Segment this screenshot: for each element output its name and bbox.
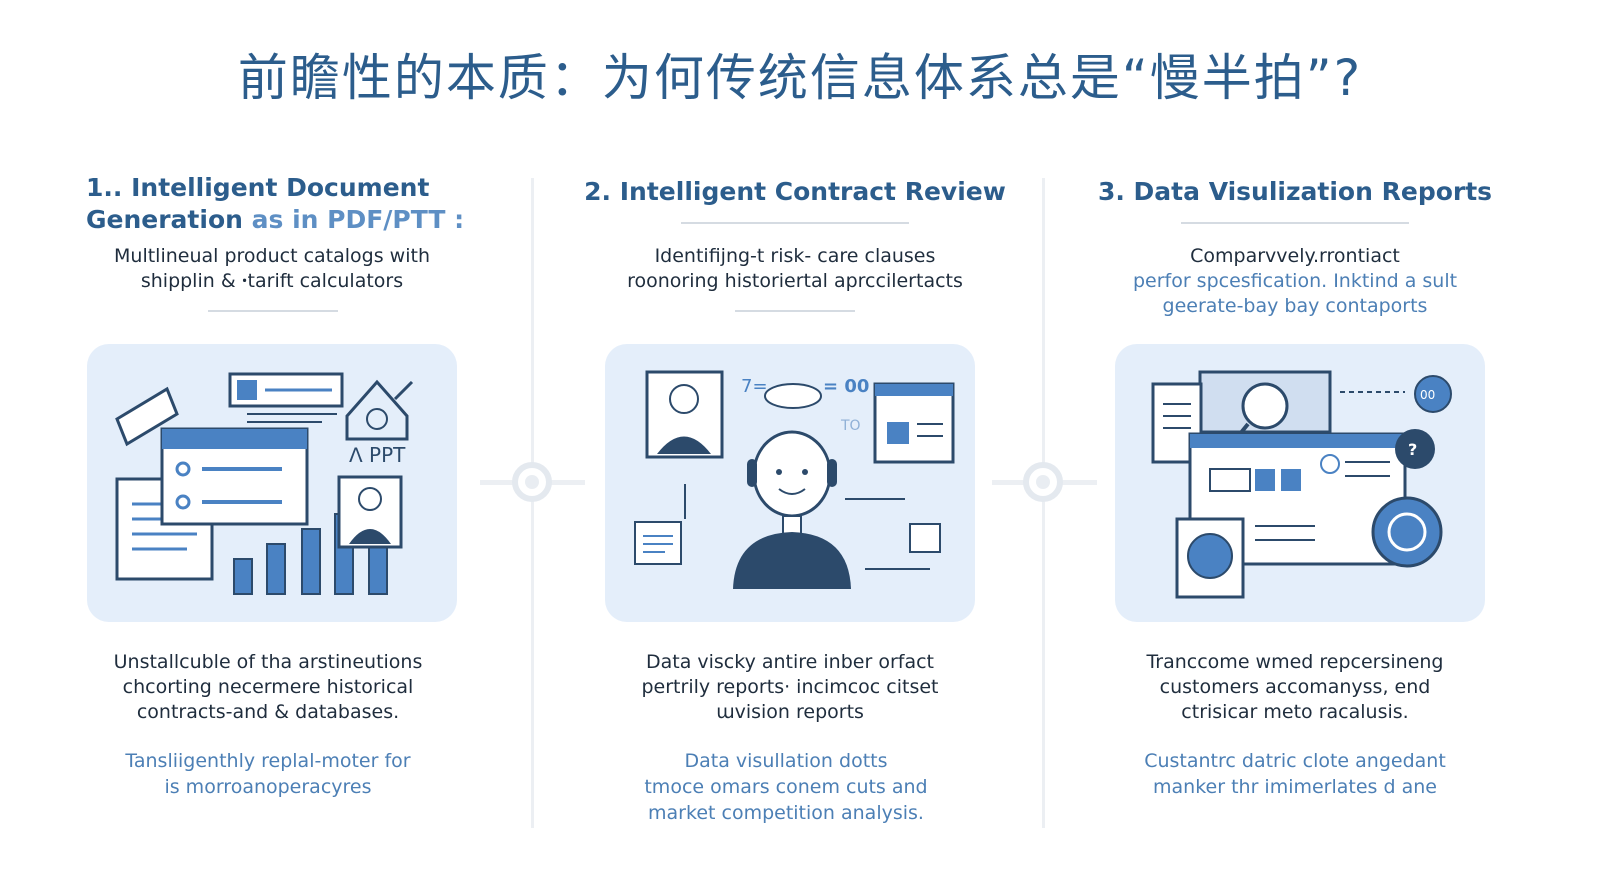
- body-line: pertrily reports· incimcoc citset: [641, 676, 939, 698]
- column-highlight-text: Custantrc datric clote angedant manker t…: [1085, 748, 1505, 800]
- heading-rule: [681, 222, 909, 224]
- contract-illustration: 7= = 00 TO: [634, 370, 955, 589]
- subtitle-line: Multlineual product catalogs with: [114, 245, 430, 267]
- connector-node-right: [1023, 462, 1063, 502]
- column-subtitle: Comparvvely.rrontiact perfor spcesficati…: [1060, 244, 1530, 319]
- highlight-line: Tansliigenthly replal-moter for: [125, 750, 411, 772]
- column-subtitle: Identifijng-t risk- care clauses roonori…: [560, 244, 1030, 294]
- highlight-line: is morroanoperacyres: [164, 776, 372, 798]
- label-seven: 7=: [741, 376, 768, 397]
- column-heading: 1.. Intelligent Document Generation as i…: [86, 172, 476, 236]
- column-data-visualization: 3. Data Visulization Reports Comparvvely…: [1060, 172, 1530, 319]
- highlight-line: Data visullation dotts: [684, 750, 888, 772]
- heading-rule: [1181, 222, 1409, 224]
- illustration-card-contract: 7= = 00 TO: [605, 344, 975, 622]
- body-line: Tranccome wmed repcersineng: [1146, 651, 1444, 673]
- heading-rule: [735, 310, 855, 312]
- heading-accent-text: as in PDF/PTT :: [242, 205, 465, 234]
- ppt-label: ꓥ PPT: [349, 443, 406, 467]
- highlight-line: manker thr imimerlates d ane: [1153, 776, 1437, 798]
- gear-label: 00: [1420, 388, 1435, 402]
- highlight-line: market competition analysis.: [648, 802, 924, 824]
- page-title: 前瞻性的本质：为何传统信息体系总是“慢半拍”?: [237, 49, 1363, 107]
- body-line: customers accomanyss, end: [1159, 676, 1431, 698]
- subtitle-line: roonoring historiertal aprccilertacts: [627, 270, 963, 292]
- connector-node-left: [512, 462, 552, 502]
- heading-line: 1.. Intelligent Document: [86, 173, 430, 202]
- column-subtitle: Multlineual product catalogs with shippl…: [86, 244, 458, 294]
- heading-line: Generation as in PDF/PTT :: [86, 204, 476, 236]
- column-divider-right: [1042, 178, 1045, 828]
- label-to: TO: [840, 418, 861, 434]
- subtitle-line: shipplin & ꞏtarift calculators: [140, 270, 404, 292]
- subtitle-line: Identifijng-t risk- care clauses: [654, 245, 936, 267]
- highlight-line: Custantrc datric clote angedant: [1144, 750, 1446, 772]
- documents-illustration: ꓥ PPT: [115, 372, 414, 595]
- body-line: ctrisicar meto racalusis.: [1181, 701, 1409, 723]
- column-contract-review: 2. Intelligent Contract Review Identifij…: [560, 172, 1030, 312]
- body-line: ɯvision reports: [716, 701, 864, 723]
- body-line: contracts-and & databases.: [136, 701, 400, 723]
- column-document-generation: 1.. Intelligent Document Generation as i…: [86, 172, 476, 312]
- illustration-card-documents: ꓥ PPT: [87, 344, 457, 622]
- highlight-line: tmoce omars conem cuts and: [644, 776, 928, 798]
- subtitle-line: geerate-bay bay contaports: [1162, 295, 1428, 317]
- column-body-text: Unstallcuble of tha arstineutions chcort…: [58, 650, 478, 725]
- label-zero: = 00: [823, 376, 869, 397]
- heading-text: Generation: [86, 205, 243, 234]
- body-line: Data viscky antire inber orfact: [645, 651, 934, 673]
- column-divider-left: [531, 178, 534, 828]
- body-line: chcorting necermere historical: [122, 676, 414, 698]
- heading-rule: [208, 310, 338, 312]
- column-highlight-text: Tansliigenthly replal-moter for is morro…: [58, 748, 478, 800]
- column-highlight-text: Data visullation dotts tmoce omars conem…: [576, 748, 996, 826]
- svg-text:?: ?: [1408, 440, 1417, 459]
- illustration-card-visualization: ? 00: [1115, 344, 1485, 622]
- subtitle-line: perfor spcesfication. Inktind a sult: [1132, 270, 1458, 292]
- column-heading: 3. Data Visulization Reports: [1097, 177, 1493, 206]
- column-body-text: Tranccome wmed repcersineng customers ac…: [1085, 650, 1505, 725]
- column-body-text: Data viscky antire inber orfact pertrily…: [580, 650, 1000, 725]
- visualization-illustration: ? 00: [1151, 370, 1452, 599]
- column-heading: 2. Intelligent Contract Review: [584, 177, 1006, 206]
- subtitle-line: Comparvvely.rrontiact: [1190, 245, 1400, 267]
- body-line: Unstallcuble of tha arstineutions: [113, 651, 423, 673]
